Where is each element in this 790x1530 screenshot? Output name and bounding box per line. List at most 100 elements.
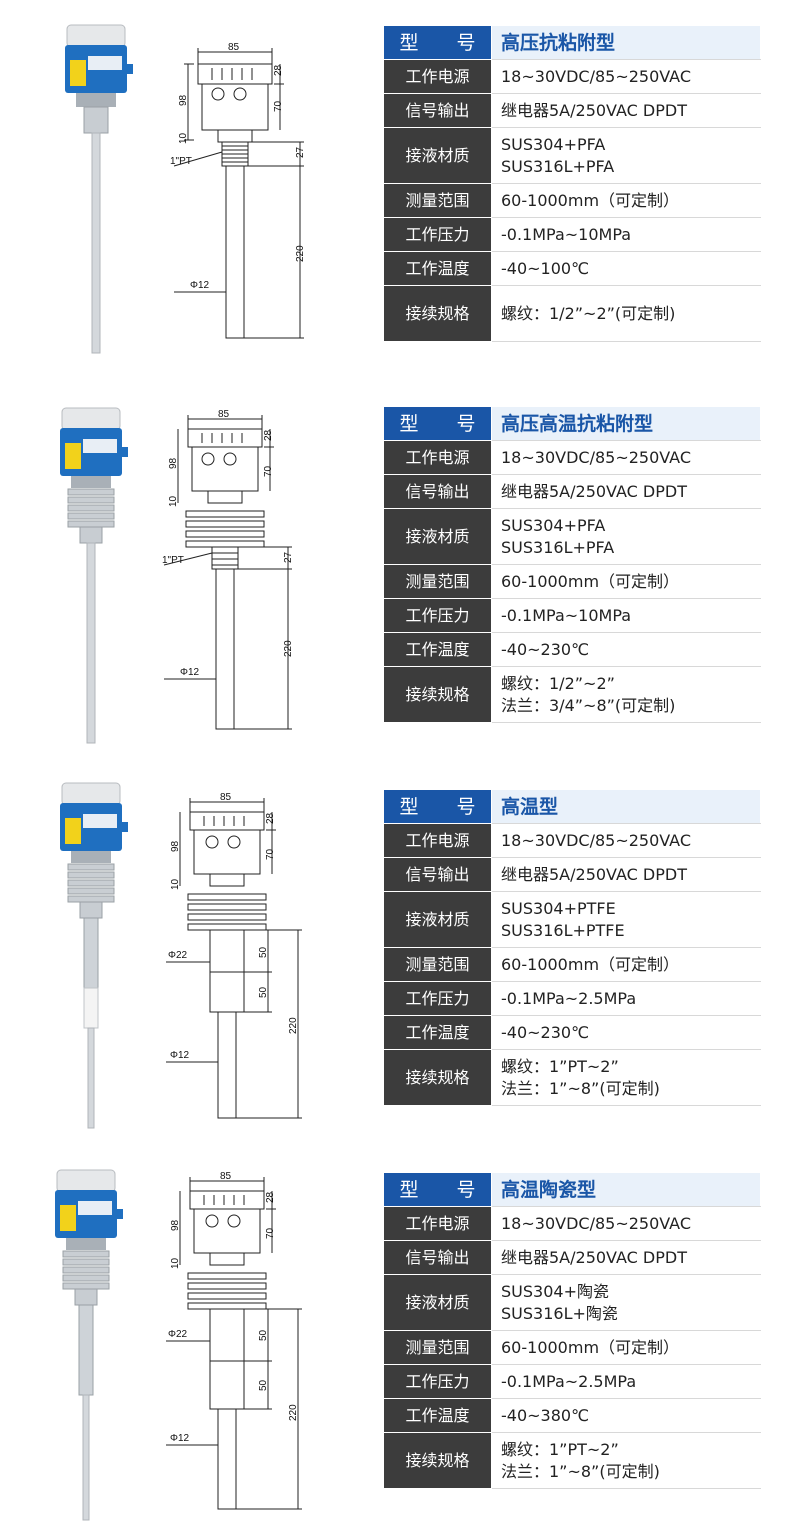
spec-key: 型 号 [383,25,492,60]
dim-neck: 10 [170,1257,181,1269]
model-name: 高温型 [491,789,761,824]
model-name: 高压高温抗粘附型 [491,406,761,441]
spec-value: -40~100℃ [491,251,761,286]
product-block-4: 85 28 70 98 10 Φ22 50 50 220 Φ12 型 号高温陶瓷… [0,1150,790,1530]
spec-key: 工作电源 [383,59,492,94]
spec-value: 继电器5A/250VAC DPDT [491,474,761,509]
spec-key: 信号输出 [383,857,492,892]
spec-value: 60-1000mm（可定制） [491,947,761,982]
dim-rod-diameter: Φ12 [180,667,200,678]
dim-thread-length: 27 [283,551,294,563]
product-block-1: 85 28 70 98 10 1"PT 27 220 Φ12 型 号高压抗粘附型… [0,0,790,380]
spec-value: 60-1000mm（可定制） [491,564,761,599]
dim-housing: 98 [178,94,189,106]
dim-width: 85 [218,409,230,420]
spec-key: 测量范围 [383,1330,492,1365]
dim-body: 70 [265,848,276,860]
spec-row: 接续规格螺纹：1/2”~2”(可定制) [383,285,761,342]
dim-width: 85 [220,1171,232,1182]
dim-sleeve-lower: 50 [258,1379,269,1391]
spec-value: 18~30VDC/85~250VAC [491,1206,761,1241]
spec-row: 接续规格螺纹：1/2”~2”法兰：3/4”~8”(可定制) [383,666,761,723]
spec-key: 信号输出 [383,474,492,509]
spec-key: 接续规格 [383,666,492,723]
spec-value: 螺纹：1/2”~2”(可定制) [491,285,761,342]
spec-key: 接液材质 [383,127,492,184]
dim-rod-length: 220 [283,640,294,657]
spec-value: 螺纹：1/2”~2”法兰：3/4”~8”(可定制) [491,666,761,723]
dim-rod-diameter: Φ12 [170,1433,190,1444]
dimension-drawing-3: 85 28 70 98 10 Φ22 50 50 220 Φ12 [166,792,302,1119]
spec-header-row: 型 号高温陶瓷型 [383,1172,761,1207]
spec-key: 接续规格 [383,285,492,342]
product-block-3: 85 28 70 98 10 Φ22 50 50 220 Φ12 型 号高温型 … [0,766,790,1146]
dim-sleeve-upper: 50 [258,1329,269,1341]
dim-body: 70 [273,100,284,112]
spec-row: 工作压力-0.1MPa~2.5MPa [383,1364,761,1399]
dim-width: 85 [228,42,240,53]
dim-width: 85 [220,792,232,803]
spec-value: -40~380℃ [491,1398,761,1433]
spec-value: 18~30VDC/85~250VAC [491,59,761,94]
dim-body: 70 [263,465,274,477]
spec-value: 60-1000mm（可定制） [491,183,761,218]
spec-value: -40~230℃ [491,632,761,667]
spec-key: 工作温度 [383,251,492,286]
model-name: 高压抗粘附型 [491,25,761,60]
dim-sleeve-upper: 50 [258,946,269,958]
spec-row: 接续规格螺纹：1”PT~2”法兰：1”~8”(可定制) [383,1049,761,1106]
spec-key: 工作电源 [383,823,492,858]
dim-top: 28 [265,812,276,824]
dim-rod-length: 220 [295,245,306,262]
dim-sleeve-lower: 50 [258,986,269,998]
spec-value: -40~230℃ [491,1015,761,1050]
spec-row: 工作温度-40~230℃ [383,632,761,667]
dimension-drawing-4: 85 28 70 98 10 Φ22 50 50 220 Φ12 [166,1171,302,1510]
spec-value: 螺纹：1”PT~2”法兰：1”~8”(可定制) [491,1432,761,1489]
dim-neck: 10 [168,495,179,507]
spec-key: 测量范围 [383,183,492,218]
spec-key: 工作压力 [383,598,492,633]
spec-value: 继电器5A/250VAC DPDT [491,93,761,128]
spec-key: 工作压力 [383,217,492,252]
spec-key: 工作压力 [383,981,492,1016]
spec-key: 型 号 [383,1172,492,1207]
spec-value: 继电器5A/250VAC DPDT [491,1240,761,1275]
spec-key: 工作温度 [383,1398,492,1433]
product-block-2: 85 28 70 98 10 1"PT 27 220 Φ12 型 号高压高温抗粘… [0,383,790,763]
spec-header-row: 型 号高温型 [383,789,761,824]
spec-row: 工作压力-0.1MPa~10MPa [383,598,761,633]
dimension-drawing-1: 85 28 70 98 10 1"PT 27 220 Φ12 [170,42,306,339]
spec-value: 18~30VDC/85~250VAC [491,823,761,858]
dim-housing: 98 [170,1219,181,1231]
spec-key: 接续规格 [383,1432,492,1489]
spec-row: 工作压力-0.1MPa~10MPa [383,217,761,252]
spec-value: 60-1000mm（可定制） [491,1330,761,1365]
spec-header-row: 型 号高压高温抗粘附型 [383,406,761,441]
dim-rod-length: 220 [288,1017,299,1034]
dim-neck: 10 [178,132,189,144]
product-photo-3 [60,782,128,1129]
spec-key: 接液材质 [383,1274,492,1331]
dim-rod-diameter: Φ12 [190,280,210,291]
dim-housing: 98 [168,457,179,469]
product-photo-1 [65,24,133,354]
spec-key: 测量范围 [383,947,492,982]
spec-key: 工作压力 [383,1364,492,1399]
dimension-drawing-2: 85 28 70 98 10 1"PT 27 220 Φ12 [162,409,294,730]
